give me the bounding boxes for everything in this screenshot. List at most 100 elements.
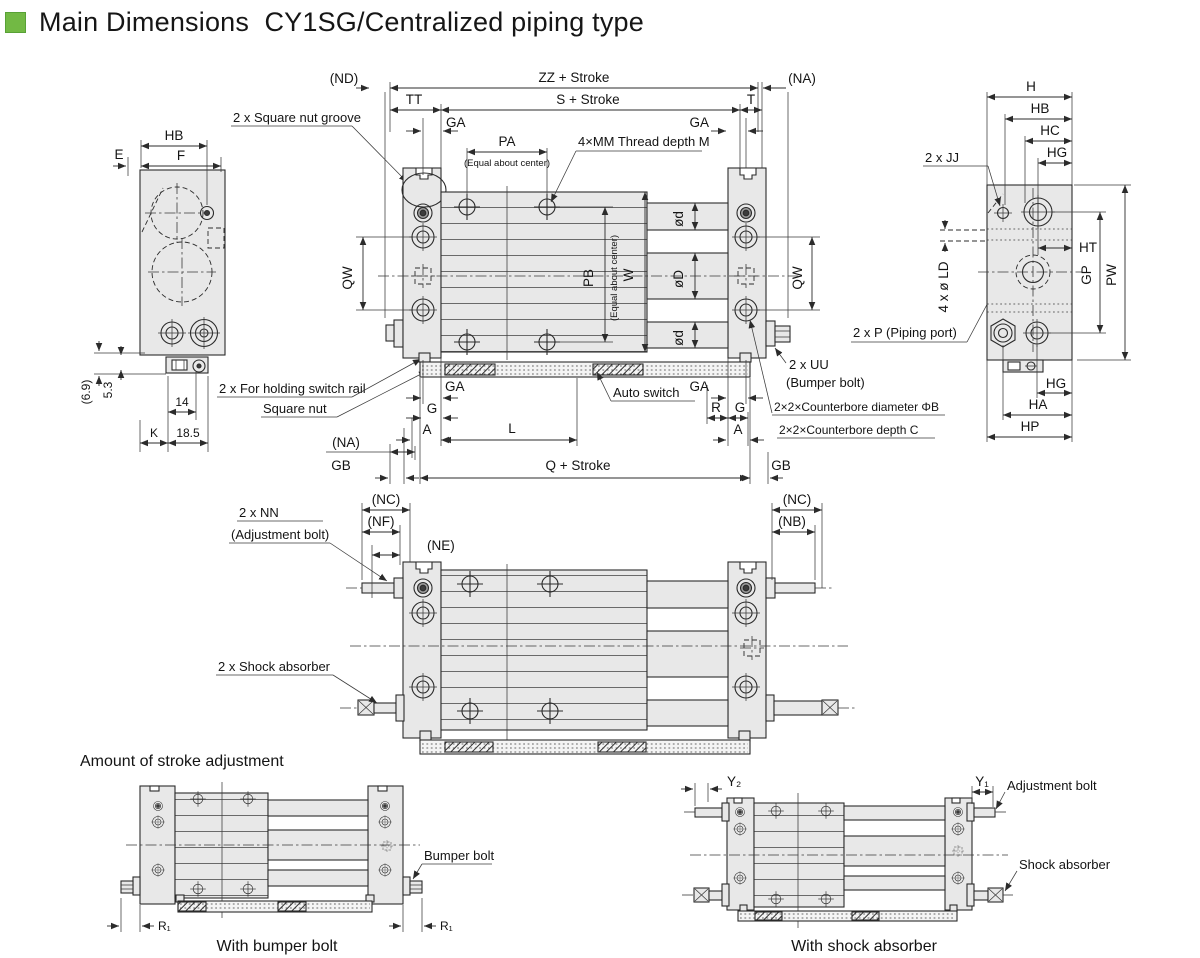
bumper-view: Amount of stroke adjustment [80, 753, 494, 955]
dim-hp: HP [1021, 419, 1040, 434]
dim-e: E [114, 147, 123, 162]
dim-hb-right: HB [1031, 101, 1050, 116]
dim-6-9: (6.9) [79, 380, 93, 405]
bumper-view-dimensions: R₁ R₁ Bumper bolt [107, 848, 494, 933]
dim-pw: PW [1104, 264, 1119, 286]
dim-18-5: 18.5 [176, 426, 200, 440]
label-counterbore-depth: 2×2×Counterbore depth C [779, 423, 919, 437]
top-view: ZZ + Stroke (ND) (NA) TT S + Stroke T GA… [326, 70, 1032, 484]
dim-oD: øD [671, 270, 686, 288]
dim-na-top: (NA) [788, 71, 816, 86]
dim-nb: (NB) [778, 514, 806, 529]
dim-ne: (NE) [427, 538, 455, 553]
right-view-body [978, 184, 1082, 373]
label-counterbore-diameter: 2×2×Counterbore diameter ΦB [774, 400, 939, 414]
end-view-callouts: 2 x Square nut groove 2 x For holding sw… [217, 110, 428, 418]
dim-ha: HA [1029, 397, 1048, 412]
label-piping-port: 2 x P (Piping port) [853, 325, 957, 340]
dim-hb: HB [165, 128, 184, 143]
page-title-text: Main Dimensions CY1SG/Centralized piping… [39, 7, 644, 37]
adjuster-view: (NC) (NF) (NE) (NC) (NB) 2 x NN (Adjustm… [216, 492, 856, 755]
dim-pa: PA [498, 134, 515, 149]
label-uu: 2 x UU [789, 357, 829, 372]
label-square-nut-groove: 2 x Square nut groove [233, 110, 361, 125]
shock-view-dimensions: Y₂ Y₁ Adjustment bolt Shock absorber [681, 774, 1111, 892]
right-side-view: H HB HC HG 2 x JJ 4 x ø LD HT GP [923, 79, 1131, 442]
label-square-nut: Square nut [263, 401, 327, 416]
dim-zz: ZZ + Stroke [539, 70, 610, 85]
dim-nc-right: (NC) [783, 492, 812, 507]
page-title: Main Dimensions CY1SG/Centralized piping… [5, 7, 644, 38]
dim-ld: 4 x ø LD [936, 261, 951, 312]
dim-nf: (NF) [368, 514, 395, 529]
dim-nc-left: (NC) [372, 492, 401, 507]
dim-h: H [1026, 79, 1036, 94]
dim-od-bottom: ød [671, 330, 686, 346]
adjuster-view-body [340, 561, 856, 755]
top-view-extension-lines [356, 82, 820, 484]
dim-r: R [711, 400, 721, 415]
green-square-icon [5, 12, 26, 33]
dim-a-right: A [733, 422, 742, 437]
dim-g-left: G [427, 401, 438, 416]
dim-pb: PB [581, 269, 596, 287]
caption-with-bumper-bolt: With bumper bolt [217, 938, 338, 955]
dim-gb-left: GB [331, 458, 351, 473]
dim-ga-top-right: GA [689, 115, 709, 130]
bumper-view-body [120, 782, 423, 918]
dim-tt: TT [406, 92, 423, 107]
dim-od-top: ød [671, 211, 686, 227]
label-nn: 2 x NN [239, 505, 279, 520]
adjuster-view-dimensions: (NC) (NF) (NE) (NC) (NB) [361, 492, 823, 598]
dim-hc: HC [1040, 123, 1060, 138]
dim-a-left: A [422, 422, 431, 437]
dim-ht: HT [1079, 240, 1097, 255]
dim-hg-top: HG [1047, 145, 1067, 160]
dim-q: Q + Stroke [546, 458, 611, 473]
dim-ga-bottom-left: GA [445, 379, 465, 394]
label-4xmm: 4×MM Thread depth M [578, 134, 710, 149]
dim-hg-bottom: HG [1046, 376, 1066, 391]
label-adjustment-bolt: Adjustment bolt [1007, 778, 1097, 793]
top-view-body [378, 167, 800, 378]
adjuster-view-callouts: 2 x NN (Adjustment bolt) 2 x Shock absor… [216, 505, 388, 704]
shock-view-body [682, 793, 1013, 928]
top-view-dimensions: ZZ + Stroke (ND) (NA) TT S + Stroke T GA… [326, 70, 816, 482]
label-shock-absorber: Shock absorber [1019, 857, 1111, 872]
dim-y1: Y₁ [975, 774, 989, 789]
dim-ga-bottom-right: GA [689, 379, 709, 394]
section-heading: Amount of stroke adjustment [80, 753, 284, 770]
caption-with-shock-absorber: With shock absorber [791, 938, 938, 955]
dim-t: T [747, 92, 755, 107]
dim-gp: GP [1079, 265, 1094, 285]
label-jj: 2 x JJ [925, 150, 959, 165]
dim-qw-left: QW [340, 266, 355, 290]
dim-r1-right: R₁ [440, 919, 453, 933]
label-switch-rail: 2 x For holding switch rail [219, 381, 366, 396]
end-view: HB F E (6.9) 5.3 14 K 18.5 [79, 110, 428, 452]
dim-f: F [177, 148, 185, 163]
label-uu-note: (Bumper bolt) [786, 375, 865, 390]
label-bumper-bolt: Bumper bolt [424, 848, 494, 863]
dim-r1-left: R₁ [158, 919, 171, 933]
dim-gb-right: GB [771, 458, 791, 473]
shock-view: Y₂ Y₁ Adjustment bolt Shock absorber Wit… [681, 774, 1111, 955]
label-nn-note: (Adjustment bolt) [231, 527, 329, 542]
dim-14: 14 [175, 395, 189, 409]
note-equal-center-pa: (Equal about center) [464, 158, 550, 169]
dim-y2: Y₂ [727, 774, 741, 789]
end-view-dimensions: HB F E (6.9) 5.3 14 K 18.5 [79, 128, 222, 452]
top-view-callouts: Auto switch 2 x UU (Bumper bolt) 2×2×Cou… [596, 221, 1032, 439]
dim-nd: (ND) [330, 71, 359, 86]
dim-ga-top-left: GA [446, 115, 466, 130]
dim-k: K [150, 426, 158, 440]
dim-na-bottom: (NA) [332, 435, 360, 450]
dim-s: S + Stroke [556, 92, 619, 107]
dim-qw-right: QW [790, 266, 805, 290]
dim-w: W [621, 268, 636, 281]
note-equal-center-pb: (Equal about center) [609, 235, 620, 321]
label-shock-absorber-2x: 2 x Shock absorber [218, 659, 331, 674]
end-view-body [139, 169, 226, 374]
